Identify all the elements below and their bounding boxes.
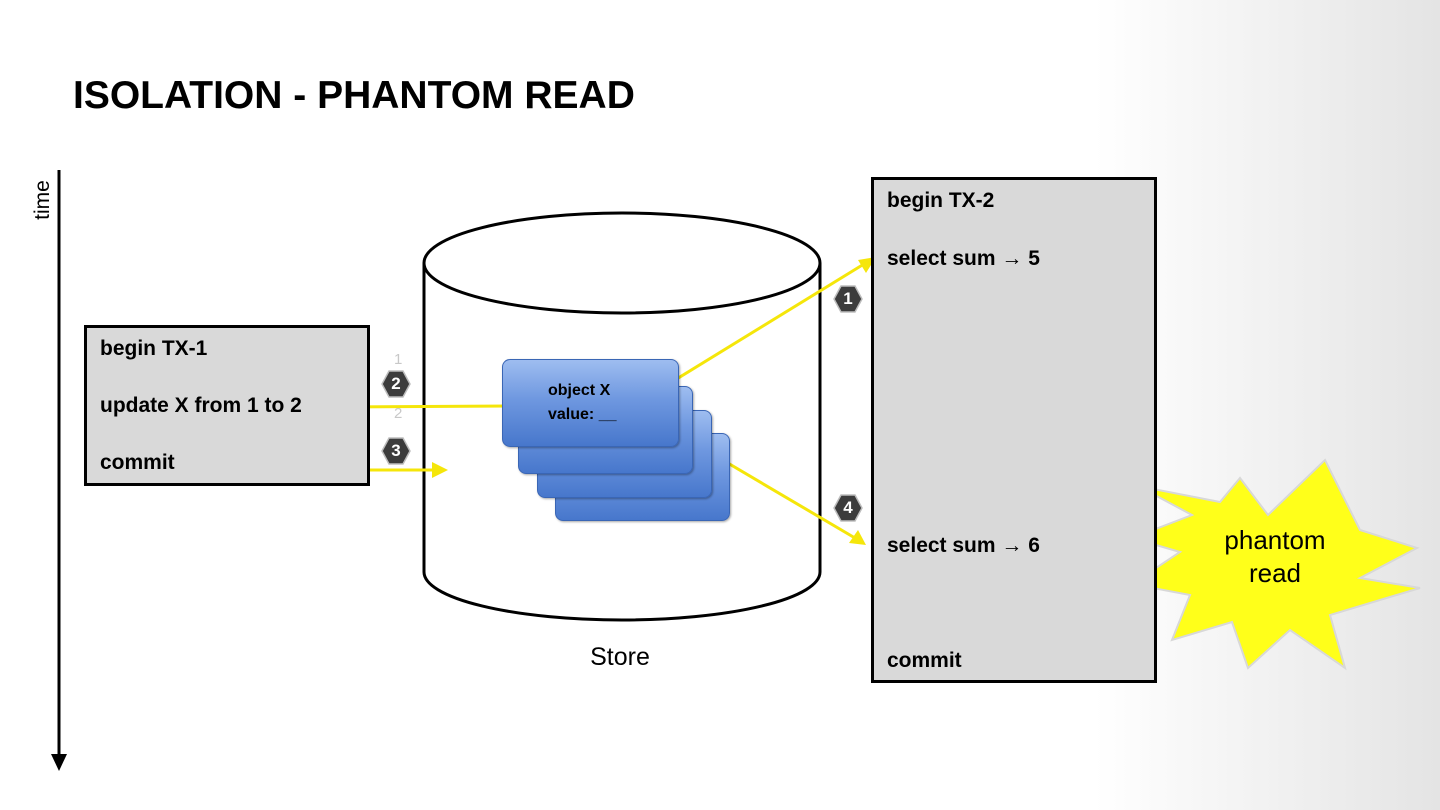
- hexagon-badge-icon: [381, 370, 411, 398]
- phantom-read-text: phantom read: [1185, 524, 1365, 590]
- hexagon-badge-icon: [381, 437, 411, 465]
- time-axis-label: time: [31, 180, 54, 220]
- phantom-read-line2: read: [1248, 558, 1302, 588]
- tx1-begin-text: begin TX-1: [100, 337, 208, 360]
- store-label: Store: [590, 643, 650, 671]
- arrowhead-commit: [432, 462, 448, 478]
- object-name-text: object X: [548, 382, 611, 399]
- step-badge-2: 2: [381, 370, 411, 398]
- object-card-front: [502, 359, 679, 447]
- hexagon-badge-icon: [833, 494, 863, 522]
- tx2-select-second-text: select sum → 6: [887, 534, 1040, 557]
- tx1-box: [84, 325, 370, 486]
- tx1-commit-text: commit: [100, 451, 175, 474]
- phantom-read-starburst: [1128, 458, 1421, 671]
- step-badge-1: 1: [833, 285, 863, 313]
- arrow-object-to-select-first: [661, 262, 865, 390]
- tx1-update-text: update X from 1 to 2: [100, 394, 302, 417]
- hexagon-badge-icon: [833, 285, 863, 313]
- faint-mark-1: 1: [394, 351, 403, 368]
- step-badge-4: 4: [833, 494, 863, 522]
- faint-mark-2: 2: [394, 405, 403, 422]
- phantom-read-line1: phantom: [1224, 525, 1326, 555]
- tx2-box: [871, 177, 1157, 683]
- step-badge-3: 3: [381, 437, 411, 465]
- tx2-select-first-text: select sum → 5: [887, 247, 1040, 270]
- object-value-text: value: __: [548, 406, 617, 423]
- page-title: ISOLATION - PHANTOM READ: [73, 74, 635, 117]
- arrowhead-select-second: [849, 530, 866, 545]
- tx2-begin-text: begin TX-2: [887, 189, 995, 212]
- store-cylinder-top: [422, 211, 822, 315]
- time-axis-arrowhead: [51, 754, 67, 771]
- tx2-commit-text: commit: [887, 649, 962, 672]
